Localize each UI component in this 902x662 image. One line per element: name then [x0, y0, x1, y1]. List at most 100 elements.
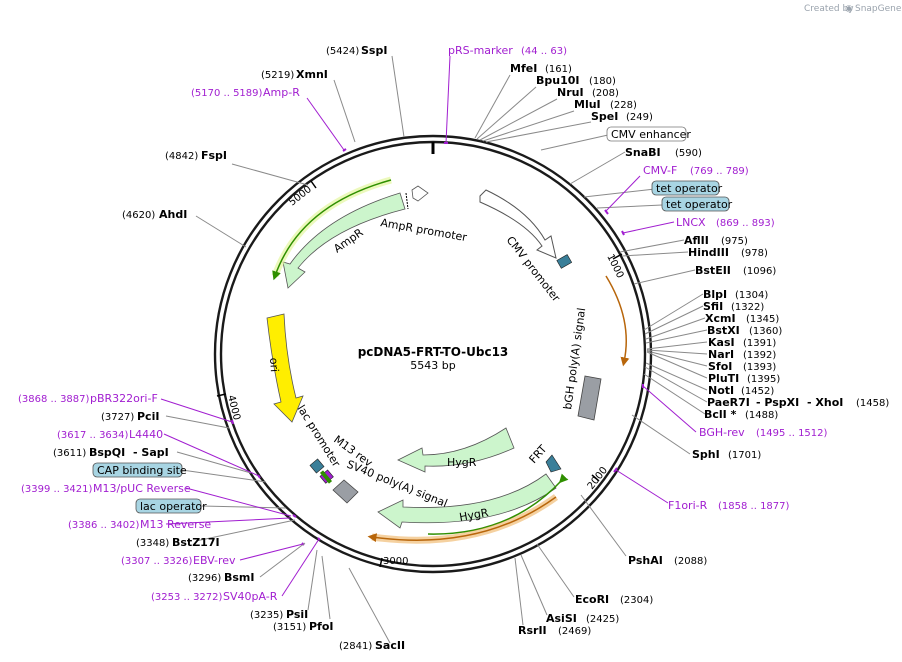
- pshai-label[interactable]: PshAI: [628, 554, 663, 567]
- mlui-pos: (228): [610, 100, 637, 111]
- sfii-label[interactable]: SfiI: [703, 300, 723, 313]
- ori-label: ori: [267, 357, 281, 372]
- cmv-promoter-arrow[interactable]: [479, 189, 557, 259]
- plasmid-name: pcDNA5-FRT-TO-Ubc13: [358, 345, 509, 359]
- kasi-pos: (1391): [743, 338, 776, 349]
- aflii-label[interactable]: AflII: [684, 234, 709, 247]
- bspqi-label[interactable]: BspQI: [89, 446, 125, 459]
- noti-label[interactable]: NotI: [708, 384, 734, 397]
- hygr-outer-arrow[interactable]: [377, 473, 557, 529]
- ebv-rev-label[interactable]: EBV-rev: [193, 554, 236, 567]
- tet-operator-2-label: tet operator: [666, 198, 733, 211]
- l4440-label[interactable]: L4440: [129, 428, 163, 441]
- pbr322ori-f-label[interactable]: pBR322ori-F: [90, 392, 158, 405]
- kasi-label[interactable]: KasI: [708, 336, 735, 349]
- cap-binding-site-box[interactable]: CAP binding site: [92, 462, 187, 478]
- nrui-label[interactable]: NruI: [557, 86, 584, 99]
- sacii-label[interactable]: SacII: [375, 639, 405, 652]
- tet-operator-block[interactable]: [556, 254, 573, 269]
- bstz17i-pos: (3348): [136, 538, 169, 549]
- sv40pa-r-label[interactable]: SV40pA-R: [223, 590, 278, 603]
- prs-marker-pos: (44 .. 63): [521, 46, 567, 57]
- sfoi-pos: (1393): [743, 362, 776, 373]
- ahdi-label[interactable]: AhdI: [159, 208, 187, 221]
- ahdi-pos: (4620): [122, 210, 155, 221]
- spei-label[interactable]: SpeI: [591, 110, 618, 123]
- pspxi-label[interactable]: - PspXI: [756, 396, 799, 409]
- ampr-promoter-arrow[interactable]: [411, 185, 429, 202]
- bsmi-pos: (3296): [188, 573, 221, 584]
- f1ori-r-pos: (1858 .. 1877): [718, 501, 790, 512]
- sphi-label[interactable]: SphI: [692, 448, 720, 461]
- snabi-label[interactable]: SnaBI: [625, 146, 661, 159]
- bstz17i-label[interactable]: BstZ17I: [172, 536, 220, 549]
- ampr-arrow[interactable]: [282, 192, 406, 289]
- cmv-enhancer-box[interactable]: CMV enhancer: [606, 126, 691, 142]
- bgh-rev-label[interactable]: BGH-rev: [699, 426, 745, 439]
- sfoi-label[interactable]: SfoI: [708, 360, 732, 373]
- cmv-f-label[interactable]: CMV-F: [643, 164, 677, 177]
- hindiii-label[interactable]: HindIII: [688, 246, 729, 259]
- tick-marks: [216, 180, 623, 568]
- lncx-label[interactable]: LNCX: [676, 216, 706, 229]
- hygr-inner-arrow[interactable]: [397, 427, 515, 473]
- created-by-text: Created by: [804, 4, 854, 14]
- snapgene-brand: SnapGene: [855, 4, 902, 14]
- hindiii-pos: (978): [741, 248, 768, 259]
- pcii-label[interactable]: PciI: [137, 410, 159, 423]
- pluti-pos: (1395): [747, 374, 780, 385]
- bstxi-pos: (1360): [749, 326, 782, 337]
- prs-marker-label[interactable]: pRS-marker: [448, 44, 513, 57]
- orf-green-bottom[interactable]: [427, 473, 569, 535]
- cap-binding-block[interactable]: [309, 458, 325, 474]
- psii-label[interactable]: PsiI: [286, 608, 308, 621]
- bsmi-label[interactable]: BsmI: [224, 571, 255, 584]
- m13-puc-reverse-label[interactable]: M13/pUC Reverse: [93, 482, 191, 495]
- m13-reverse-pos: (3386 .. 3402): [68, 520, 140, 531]
- orf-orange-bottom[interactable]: [367, 496, 557, 543]
- amp-r-label[interactable]: Amp-R: [263, 86, 300, 99]
- tet-operator-2-box[interactable]: tet operator: [661, 196, 733, 212]
- lac-operator-box[interactable]: lac operator: [135, 498, 207, 514]
- blpi-label[interactable]: BlpI: [703, 288, 727, 301]
- noti-pos: (1452): [741, 386, 774, 397]
- sacii-pos: (2841): [339, 641, 372, 652]
- bstxi-label[interactable]: BstXI: [707, 324, 740, 337]
- frt-block[interactable]: [545, 454, 562, 473]
- xmni-label[interactable]: XmnI: [296, 68, 328, 81]
- snapgene-logo-icon: ◉: [845, 4, 853, 14]
- ampr-orf-green[interactable]: [272, 179, 392, 281]
- tet-operator-1-box[interactable]: tet operator: [651, 180, 723, 196]
- fspi-label[interactable]: FspI: [201, 149, 227, 162]
- mfei-label[interactable]: MfeI: [510, 62, 537, 75]
- bgh-polya-block[interactable]: [577, 375, 602, 421]
- pluti-label[interactable]: PluTI: [708, 372, 739, 385]
- asisi-pos: (2425): [586, 614, 619, 625]
- nari-label[interactable]: NarI: [708, 348, 734, 361]
- sapi-label[interactable]: - SapI: [133, 446, 169, 459]
- lncx-pos: (869 .. 893): [716, 218, 775, 229]
- mlui-label[interactable]: MluI: [574, 98, 601, 111]
- f1ori-r-label[interactable]: F1ori-R: [668, 499, 708, 512]
- paer7i-pos: (1458): [856, 398, 889, 409]
- ori-arrow[interactable]: [266, 313, 304, 423]
- amp-r-pos: (5170 .. 5189): [191, 88, 263, 99]
- xcmi-label[interactable]: XcmI: [705, 312, 736, 325]
- orf-arrow-right[interactable]: [605, 275, 630, 367]
- cap-binding-site-label: CAP binding site: [97, 464, 187, 477]
- paer7i-label[interactable]: PaeR7I: [707, 396, 750, 409]
- bsteii-label[interactable]: BstEII: [695, 264, 731, 277]
- sv40-polya-block[interactable]: [332, 479, 359, 504]
- rsrii-label[interactable]: RsrII: [518, 624, 547, 637]
- asisi-label[interactable]: AsiSI: [546, 612, 577, 625]
- ecori-label[interactable]: EcoRI: [575, 593, 609, 606]
- bcli-label[interactable]: BclI *: [704, 408, 737, 421]
- bcli-pos: (1488): [745, 410, 778, 421]
- plasmid-size: 5543 bp: [410, 359, 455, 372]
- m13-reverse-label[interactable]: M13 Reverse: [140, 518, 211, 531]
- hygr-outer-label: HygR: [458, 506, 490, 524]
- sspi-label[interactable]: SspI: [361, 44, 387, 57]
- pfoi-label[interactable]: PfoI: [309, 620, 334, 633]
- xhoi-label[interactable]: - XhoI: [807, 396, 843, 409]
- bpu10i-label[interactable]: Bpu10I: [536, 74, 580, 87]
